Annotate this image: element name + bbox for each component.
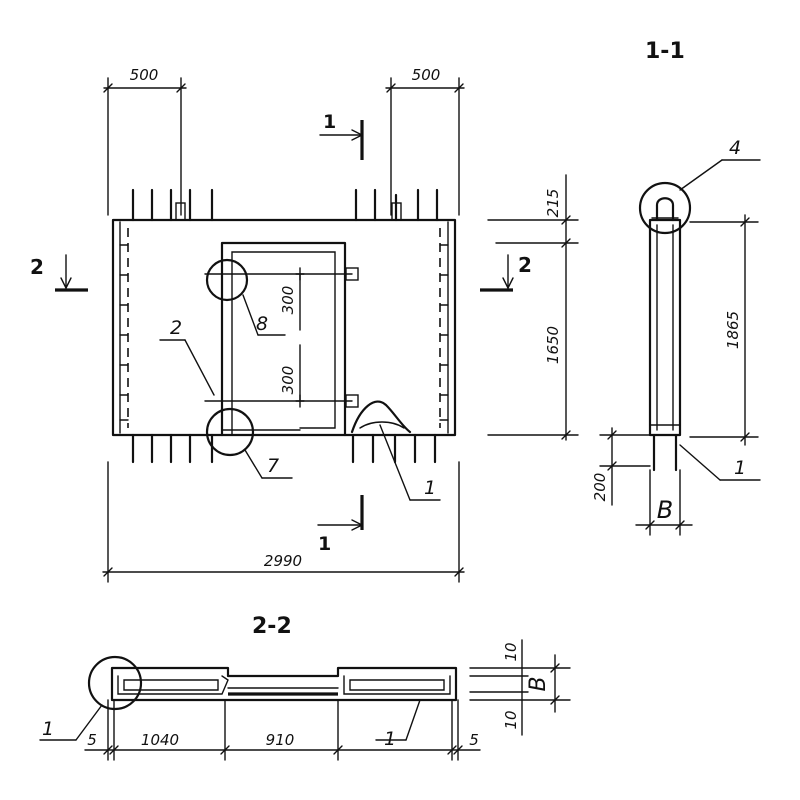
callout-circle-8: [205, 258, 249, 302]
cut-1-bottom: [317, 495, 364, 531]
s11-loop: [655, 197, 675, 222]
dim-upper-300: 300: [279, 286, 297, 315]
cut-1-top: [319, 120, 364, 160]
panel-outline: [111, 218, 457, 437]
callout-8: 8: [256, 313, 268, 335]
dim-s11-B: B: [657, 496, 673, 524]
dim-10-bottom: 10: [502, 710, 520, 729]
s11-callout-circle: [638, 181, 692, 235]
dim-300-group: [295, 273, 305, 402]
dim-1650: 1650: [544, 326, 562, 364]
dim-215: 215: [544, 189, 562, 218]
dim-top-right-500: 500: [412, 66, 441, 84]
section-2-2-title: 2-2: [252, 614, 292, 639]
section-1-1: [599, 159, 761, 536]
dim-top-left-500: 500: [130, 66, 159, 84]
dim-s22-B: B: [526, 676, 551, 691]
door-frame-outer: [220, 241, 347, 437]
s22-outline: [110, 666, 458, 702]
dim-910: 910: [266, 731, 295, 749]
s11-body: [648, 218, 682, 437]
dim-10-top: 10: [502, 642, 520, 661]
left-edge-ticks: [119, 244, 129, 421]
callout-1-s22-right: 1: [384, 728, 396, 750]
dim-total-width: [102, 461, 465, 583]
bottom-rebar-stubs: [131, 433, 437, 464]
dim-1040: 1040: [141, 731, 179, 749]
cut-1-bottom-label: 1: [318, 533, 331, 555]
leader-1-main: [379, 424, 441, 501]
section-2-2: [39, 639, 571, 761]
right-edge-ticks: [439, 244, 449, 421]
dim-right-vertical: [487, 174, 579, 441]
dim-200: 200: [591, 473, 609, 502]
dim-lower-300: 300: [279, 366, 297, 395]
callout-1-s11: 1: [734, 457, 746, 479]
top-lifting-loop: [391, 202, 402, 221]
s22-callout-circle: [87, 655, 143, 711]
callout-1-main: 1: [424, 477, 436, 499]
arch-inner: [359, 421, 405, 429]
dim-s22-5-right: 5: [469, 731, 479, 749]
callout-1-s22-left: 1: [42, 718, 54, 740]
top-rebar-stubs: [131, 188, 439, 222]
dim-1865: 1865: [724, 311, 742, 349]
dim-top-right: [385, 77, 465, 216]
arch-detail: [350, 400, 412, 434]
dim-s22-5-left: 5: [87, 731, 97, 749]
callout-4: 4: [729, 137, 741, 159]
cut-2-right-label: 2: [518, 253, 532, 277]
cut-2-right: [480, 254, 514, 292]
leader-7: [244, 449, 293, 479]
dim-top-left: [103, 77, 187, 216]
cut-2-left-label: 2: [30, 255, 44, 279]
callout-7: 7: [267, 455, 279, 477]
door-frame-inner: [231, 251, 336, 436]
panel-elevation: [111, 188, 457, 464]
callout-2: 2: [170, 317, 182, 339]
dim-2990: 2990: [264, 552, 302, 570]
leader-8: [242, 294, 286, 336]
callout-circle-7: [205, 407, 255, 457]
leader-2: [159, 339, 215, 396]
cut-2-left: [55, 254, 88, 292]
cut-1-top-label: 1: [323, 111, 336, 133]
section-1-1-title: 1-1: [645, 39, 685, 64]
